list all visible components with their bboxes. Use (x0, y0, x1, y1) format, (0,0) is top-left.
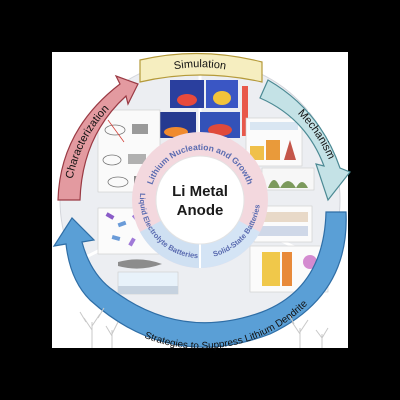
mechanism-schematic-images (245, 117, 315, 191)
mechanism-arrow-banner (259, 79, 351, 202)
characterization-arrow-banner (57, 74, 139, 201)
simulation-label: Simulation (173, 58, 227, 72)
center-title-line1: Li Metal (172, 183, 228, 200)
simulation-label-text: Simulation (173, 58, 227, 72)
bare-tree-icon (79, 307, 329, 348)
simulation-heatmap-images (158, 80, 248, 138)
center-title-line2: Anode (177, 202, 224, 219)
center-disk (155, 155, 245, 245)
simulation-banner (139, 52, 263, 83)
strategies-arrow (52, 211, 347, 348)
